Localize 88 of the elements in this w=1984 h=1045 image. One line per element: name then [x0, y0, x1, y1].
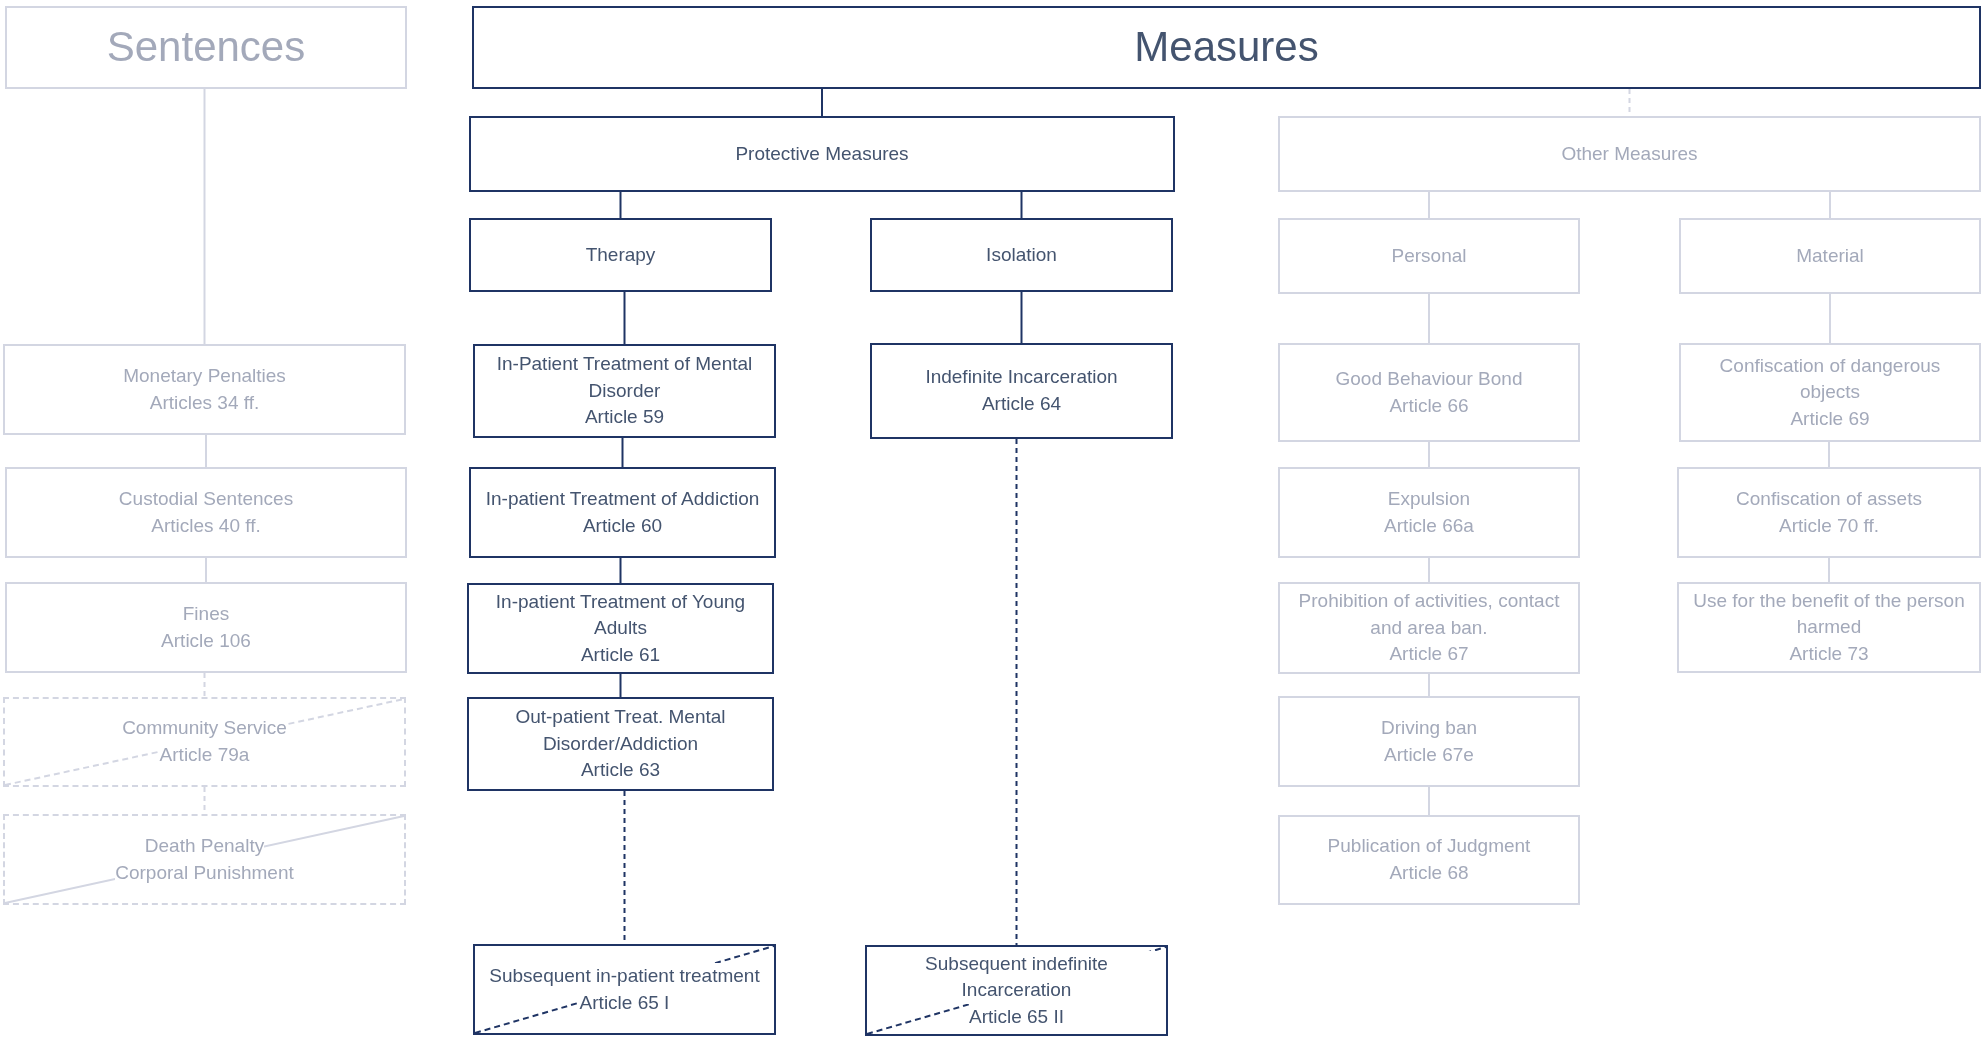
category-box: [1278, 218, 1580, 294]
box-title: In-Patient Treatment of Mental Disorder: [495, 352, 754, 403]
article-reference: Article 106: [161, 628, 251, 653]
category-box: [5, 467, 407, 558]
box-title: Good Behaviour Bond: [1335, 366, 1523, 391]
connector-line: [205, 434, 207, 468]
box-title: Driving ban: [1380, 715, 1478, 740]
box-title: Other Measures: [1561, 141, 1698, 166]
connector-line: [1428, 191, 1430, 219]
article-reference: Articles 40 ff.: [151, 513, 261, 538]
article-reference: Article 67e: [1384, 742, 1474, 767]
connector-line: [619, 191, 622, 219]
box-title: Out-patient Treat. Mental Disorder/Addiction: [514, 705, 727, 756]
box-title: Measures: [1134, 24, 1319, 71]
connector-line: [621, 437, 624, 468]
category-box: [469, 218, 772, 292]
category-box: [469, 116, 1175, 192]
article-reference: Article 69: [1790, 406, 1870, 431]
box-title: Expulsion: [1387, 486, 1471, 511]
article-reference: Article 64: [981, 392, 1062, 416]
article-reference: Article 66: [1389, 393, 1469, 418]
article-reference: Article 67: [1389, 642, 1469, 667]
box-title: Monetary Penalties: [123, 363, 286, 388]
connector-line: [1428, 557, 1430, 583]
box-title: Confiscation of dangerous objects: [1718, 353, 1942, 405]
connector-line: [1020, 291, 1023, 344]
box-title: Custodial Sentences: [118, 486, 294, 511]
box-title: In-patient Treatment of Young Adults: [494, 589, 747, 641]
box-title: Publication of Judgment: [1327, 834, 1531, 859]
connector-line: [1428, 673, 1430, 697]
connector-line: [1828, 441, 1830, 468]
category-box: [1278, 696, 1580, 787]
article-reference: Article 61: [580, 642, 661, 667]
category-box: [1677, 467, 1981, 558]
category-box: [1278, 343, 1580, 442]
category-box: [472, 6, 1981, 89]
connector-line: [203, 672, 206, 698]
box-title: Therapy: [585, 242, 656, 267]
category-box: [1278, 116, 1981, 192]
article-reference: Article 73: [1789, 641, 1869, 666]
article-reference: Article 59: [584, 405, 665, 430]
category-box: [1278, 467, 1580, 558]
box-title: In-patient Treatment of Addiction: [485, 486, 760, 511]
category-box: [870, 218, 1173, 292]
connector-line: [1829, 191, 1831, 219]
connector-line: [1828, 557, 1830, 583]
connector-line: [1829, 293, 1831, 344]
article-reference: Article 66a: [1384, 513, 1474, 538]
category-box: [5, 6, 407, 89]
category-box: [469, 467, 776, 558]
box-title: Confiscation of assets: [1736, 486, 1922, 511]
connector-line: [203, 88, 206, 345]
category-box: [473, 344, 776, 438]
category-box: [1679, 343, 1981, 442]
box-title: Material: [1796, 243, 1864, 268]
category-box: [467, 583, 774, 674]
box-title: Sentences: [106, 24, 306, 71]
connector-line: [1015, 438, 1018, 946]
category-box: [467, 697, 774, 791]
article-reference: Article 63: [580, 758, 661, 783]
box-title: Indefinite Incarceration: [925, 365, 1118, 390]
connector-line: [1428, 786, 1430, 816]
category-box: [5, 582, 407, 673]
category-box: [1278, 582, 1580, 674]
connector-line: [821, 88, 823, 117]
connector-line: [1020, 191, 1023, 219]
connector-line: [619, 557, 622, 584]
category-box: [1278, 815, 1580, 905]
box-title: Fines: [182, 601, 230, 626]
article-reference: Article 68: [1389, 861, 1469, 885]
connector-line: [1428, 441, 1430, 468]
connector-line: [619, 673, 622, 698]
article-reference: Article 60: [582, 513, 663, 538]
category-box: [1677, 582, 1981, 673]
box-title: Protective Measures: [735, 141, 909, 166]
category-box: [870, 343, 1173, 439]
article-reference: Articles 34 ff.: [149, 390, 260, 415]
box-title: Isolation: [986, 242, 1057, 267]
category-box: [1679, 218, 1981, 294]
category-box: [3, 344, 406, 435]
box-title: Use for the benefit of the person harmed: [1692, 588, 1966, 640]
box-title: Personal: [1391, 243, 1467, 268]
connector-line: [623, 291, 626, 345]
box-title: Subsequent in-patient treatment: [489, 962, 760, 990]
connector-line: [205, 557, 207, 583]
connector-line: [1428, 293, 1430, 344]
box-title: Prohibition of activities, contact and area ban.: [1297, 589, 1561, 640]
article-reference: Article 70 ff.: [1779, 513, 1879, 538]
